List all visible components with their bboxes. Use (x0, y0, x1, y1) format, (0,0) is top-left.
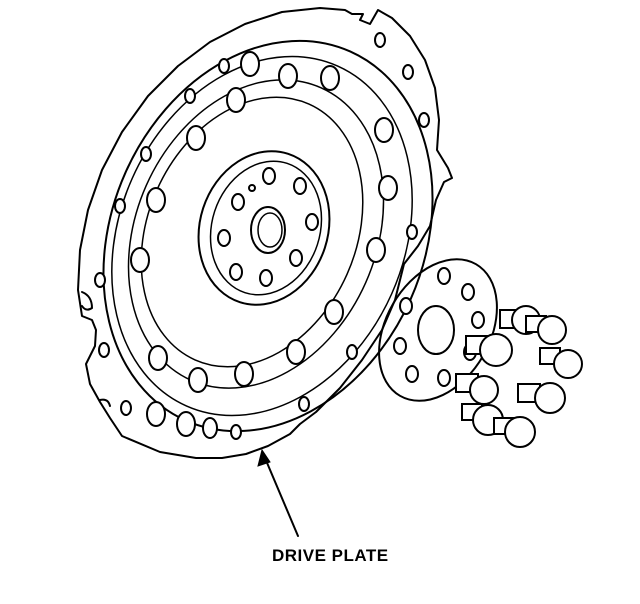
rim-hole (218, 58, 230, 74)
flange-hole (146, 187, 166, 213)
flange-holes (130, 51, 398, 393)
hub-bolt-hole (231, 193, 245, 211)
drive-plate-inner-ring (111, 55, 413, 417)
bolt (517, 382, 566, 414)
bolt (525, 315, 567, 345)
backing-plate-hole (471, 311, 485, 329)
hub-outer-ring (197, 150, 331, 306)
flange-hole (188, 367, 208, 393)
rim-notch-left (81, 291, 93, 311)
flange-hole (234, 361, 254, 387)
hub-center-bore-inner (257, 212, 283, 248)
rim-hole (176, 411, 196, 437)
flange-hole (374, 117, 394, 143)
rim-hole (202, 417, 218, 439)
backing-plate-hole (437, 267, 451, 285)
hub-inner-ring (209, 160, 323, 296)
hub-bolt-hole (262, 167, 276, 185)
rim-hole (230, 424, 242, 440)
flange-hole (366, 237, 386, 263)
rim-hole (406, 224, 418, 240)
rim-hole (140, 146, 152, 162)
hub-small-hole (248, 184, 256, 192)
backing-plate-hole (393, 337, 407, 355)
rim-holes (94, 32, 430, 440)
flange-hole (148, 345, 168, 371)
rim-hole (98, 342, 110, 358)
flange-hole (130, 247, 150, 273)
hub-bolt-hole (217, 229, 231, 247)
bolt (493, 416, 536, 448)
rim-hole (184, 88, 196, 104)
callout-arrowhead (257, 448, 271, 467)
backing-plate-hole (399, 297, 413, 315)
hub-bolt-hole (305, 213, 319, 231)
rim-hole (374, 32, 386, 48)
backing-plate-hole (437, 369, 451, 387)
flange-hole (378, 175, 398, 201)
flange-hole (286, 339, 306, 365)
rim-hole (346, 344, 358, 360)
hub-center-bore (250, 206, 286, 254)
flange-hole (324, 299, 344, 325)
callout-arrow (257, 448, 299, 537)
hub-bolt-hole (229, 263, 243, 281)
flange-hole (278, 63, 298, 89)
bolt-set (455, 305, 583, 448)
rim-hole (418, 112, 430, 128)
drive-plate-outer-rim (77, 7, 453, 459)
rim-hole (94, 272, 106, 288)
hub-bolt-hole (289, 249, 303, 267)
rim-hole (120, 400, 132, 416)
drive-plate-flange-ring (102, 39, 434, 433)
drive-plate (77, 7, 453, 459)
backing-plate-hole (461, 283, 475, 301)
rim-hole (402, 64, 414, 80)
rim-hole (146, 401, 166, 427)
hub-bolt-hole (293, 177, 307, 195)
bolt (465, 333, 513, 367)
hub-bolt-holes (217, 167, 319, 287)
rim-notch-bottom (99, 398, 111, 407)
drive-plate-label: DRIVE PLATE (272, 546, 389, 565)
bolt (455, 373, 499, 405)
backing-plate-center-hole (417, 305, 455, 355)
rim-hole (114, 198, 126, 214)
backing-plate-hole (405, 365, 419, 383)
bolt (539, 347, 583, 379)
rim-hole (298, 396, 310, 412)
flange-hole (320, 65, 340, 91)
flange-hole (240, 51, 260, 77)
flange-hole (226, 87, 246, 113)
hub-bolt-hole (259, 269, 273, 287)
flange-hole (186, 125, 206, 151)
